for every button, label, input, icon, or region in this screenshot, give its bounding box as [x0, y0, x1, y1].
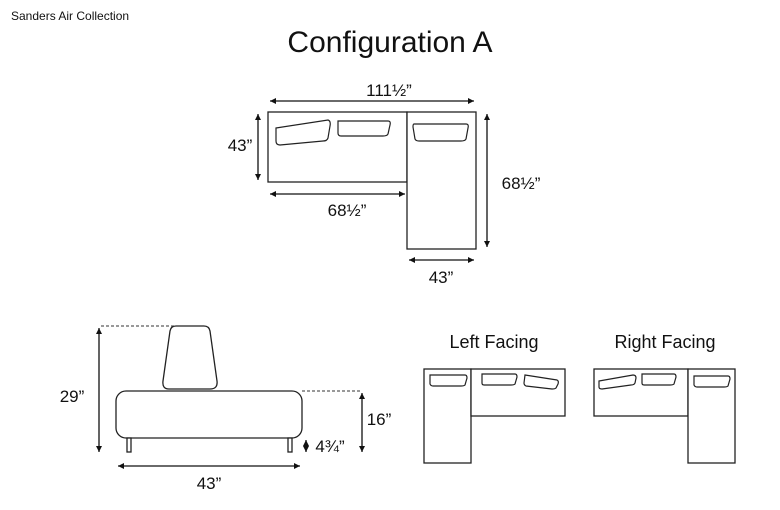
- left-facing-diagram: Left Facing: [423, 332, 566, 464]
- right-facing-diagram: Right Facing: [593, 332, 736, 464]
- chaise-width-label: 43”: [429, 268, 454, 287]
- seat-base: [115, 390, 303, 439]
- backrest: [162, 325, 218, 390]
- seat-height-label: 16”: [367, 410, 392, 429]
- side-view: 29” 16” 4¾” 43”: [60, 325, 392, 493]
- depth-label: 43”: [228, 136, 253, 155]
- leg: [126, 437, 132, 453]
- right-depth-label: 68½”: [502, 174, 541, 193]
- cushion-icon: [337, 120, 391, 137]
- inner-length-label: 68½”: [328, 201, 367, 220]
- cushion-icon: [429, 374, 468, 387]
- leg: [287, 437, 293, 453]
- cushion-icon: [598, 374, 637, 390]
- top-view: 111½” 43” 68½” 68½” 43”: [228, 81, 541, 287]
- cushion-icon: [523, 374, 559, 390]
- side-depth-label: 43”: [197, 474, 222, 493]
- leg-height-label: 4¾”: [315, 437, 345, 456]
- cushion-icon: [693, 375, 731, 388]
- cushion-icon: [412, 123, 469, 142]
- overall-width-label: 111½”: [366, 81, 412, 100]
- collection-name: Sanders Air Collection: [11, 9, 130, 23]
- page-title: Configuration A: [287, 26, 493, 59]
- cushion-icon: [481, 373, 518, 386]
- left-facing-label: Left Facing: [449, 332, 538, 352]
- cushion-icon: [641, 373, 677, 386]
- right-facing-label: Right Facing: [614, 332, 715, 352]
- cushion-icon: [275, 119, 331, 146]
- height-label: 29”: [60, 387, 85, 406]
